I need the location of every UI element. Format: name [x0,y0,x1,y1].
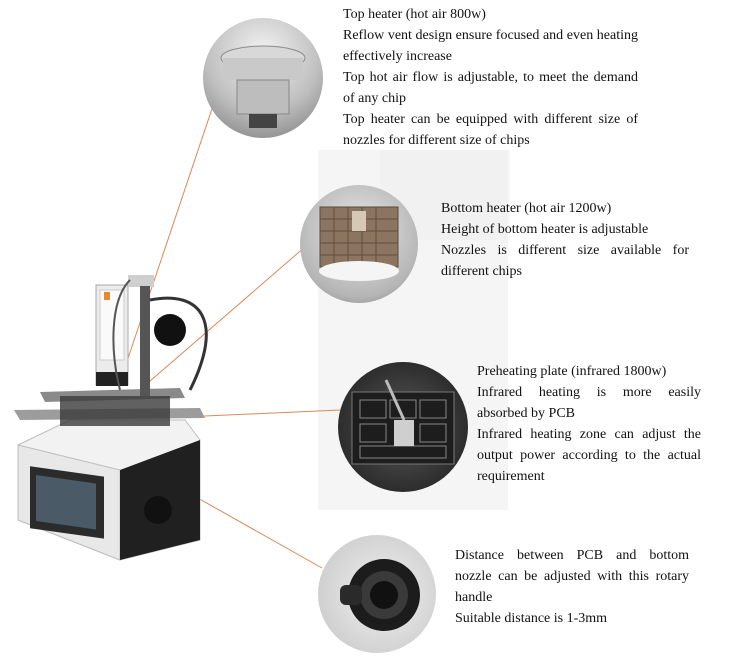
feature-line: Infrared heating zone can adjust the out… [477,427,701,484]
feature-line: Reflow vent design ensure focused and ev… [343,28,638,64]
bottom-heater-image [300,185,418,303]
feature-preheating-plate: Preheating plate (infrared 1800w) Infrar… [477,361,701,487]
feature-title: Top heater (hot air 800w) [343,7,486,22]
feature-line: Infrared heating is more easily absorbed… [477,385,701,421]
leader-line-rotary-handle [179,487,323,569]
top-heater-image [203,18,323,138]
feature-title: Bottom heater (hot air 1200w) [441,201,612,216]
preheating-plate-image [338,362,468,492]
rotary-handle-image [318,535,436,653]
feature-title: Preheating plate (infrared 1800w) [477,364,667,379]
feature-bottom-heater: Bottom heater (hot air 1200w) Height of … [441,198,689,282]
leader-line-top-heater [119,84,221,383]
feature-rotary-handle: Distance between PCB and bottom nozzle c… [455,545,689,629]
feature-line: Top heater can be equipped with differen… [343,112,638,148]
feature-line: Suitable distance is 1-3mm [455,611,608,626]
feature-line: Nozzles is different size available for … [441,243,689,279]
feature-line: Height of bottom heater is adjustable [441,222,649,237]
leader-line-bottom-heater [141,245,307,389]
feature-line: Top hot air flow is adjustable, to meet … [343,70,638,106]
feature-top-heater: Top heater (hot air 800w) Reflow vent de… [343,4,638,151]
feature-line: Distance between PCB and bottom nozzle c… [455,548,689,605]
